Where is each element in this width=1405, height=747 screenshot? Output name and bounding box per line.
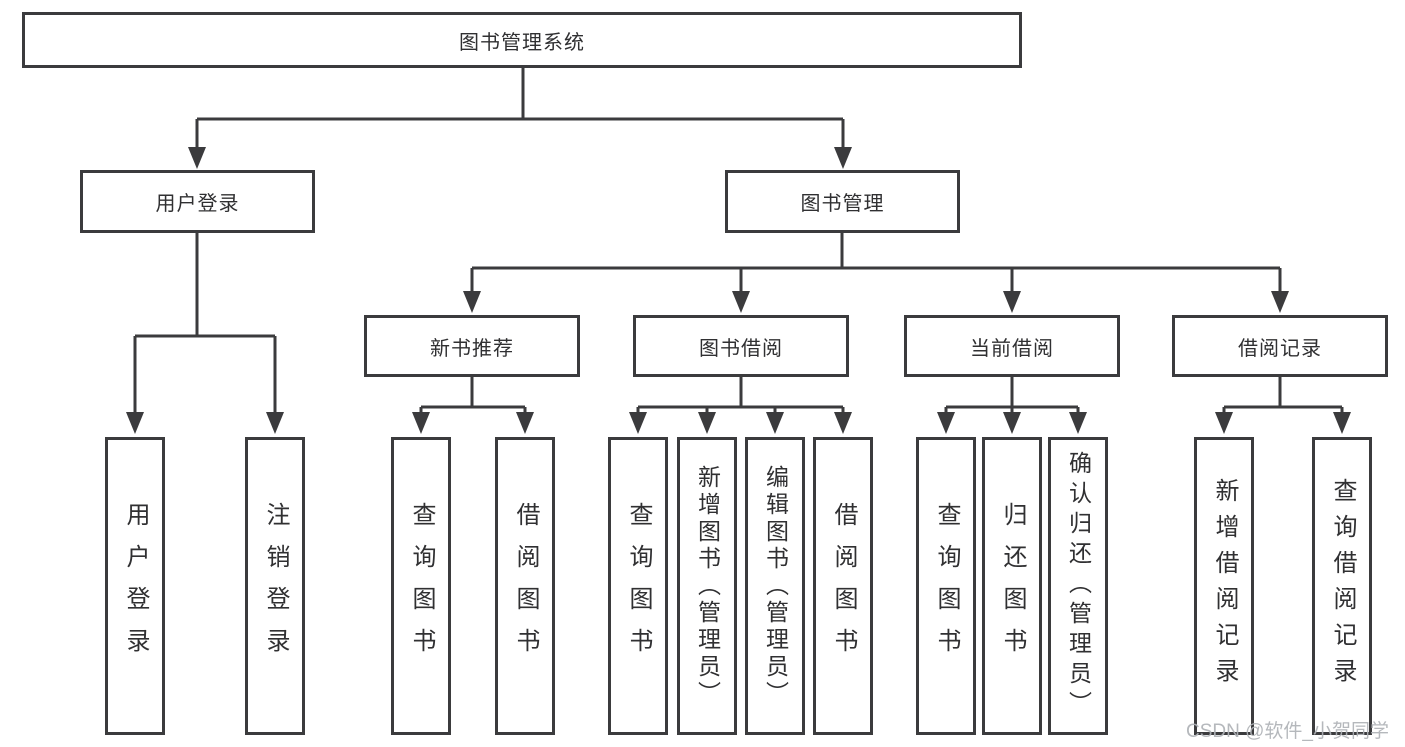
leaf-newrec-query-books: 查询图书 [391, 437, 451, 735]
leaf-records-query-record: 查询借阅记录 [1312, 437, 1372, 735]
leaf-borrow-borrow-books: 借阅图书 [813, 437, 873, 735]
leaf-borrow-query-books: 查询图书 [608, 437, 668, 735]
leaf-user-login: 用户登录 [105, 437, 165, 735]
leaf-borrow-edit-books-admin-label: 编辑图书（管理员） [762, 464, 789, 708]
leaf-records-query-record-label: 查询借阅记录 [1329, 478, 1356, 694]
leaf-logout-label: 注销登录 [262, 502, 289, 670]
node-system-root: 图书管理系统 [22, 12, 1022, 68]
leaf-borrow-query-books-label: 查询图书 [625, 502, 652, 670]
leaf-newrec-borrow-books: 借阅图书 [495, 437, 555, 735]
leaf-records-add-record-label: 新增借阅记录 [1211, 478, 1238, 694]
leaf-logout: 注销登录 [245, 437, 305, 735]
node-current-borrow: 当前借阅 [904, 315, 1120, 377]
leaf-records-add-record: 新增借阅记录 [1194, 437, 1254, 735]
node-book-borrow: 图书借阅 [633, 315, 849, 377]
csdn-watermark: CSDN @软件_小贺同学 [1186, 721, 1389, 742]
leaf-borrow-edit-books-admin: 编辑图书（管理员） [745, 437, 805, 735]
leaf-newrec-query-books-label: 查询图书 [408, 502, 435, 670]
leaf-current-query-books: 查询图书 [916, 437, 976, 735]
leaf-current-return-books-label: 归还图书 [999, 502, 1026, 670]
node-book-management: 图书管理 [725, 170, 960, 233]
leaf-current-confirm-return-admin-label: 确认归还（管理员） [1065, 451, 1092, 721]
leaf-user-login-label: 用户登录 [122, 502, 149, 670]
leaf-newrec-borrow-books-label: 借阅图书 [512, 502, 539, 670]
node-user-login: 用户登录 [80, 170, 315, 233]
leaf-current-confirm-return-admin: 确认归还（管理员） [1048, 437, 1108, 735]
leaf-borrow-borrow-books-label: 借阅图书 [830, 502, 857, 670]
node-borrow-records: 借阅记录 [1172, 315, 1388, 377]
leaf-current-query-books-label: 查询图书 [933, 502, 960, 670]
node-new-book-recommend: 新书推荐 [364, 315, 580, 377]
leaf-borrow-add-books-admin-label: 新增图书（管理员） [694, 464, 721, 708]
leaf-current-return-books: 归还图书 [982, 437, 1042, 735]
leaf-borrow-add-books-admin: 新增图书（管理员） [677, 437, 737, 735]
